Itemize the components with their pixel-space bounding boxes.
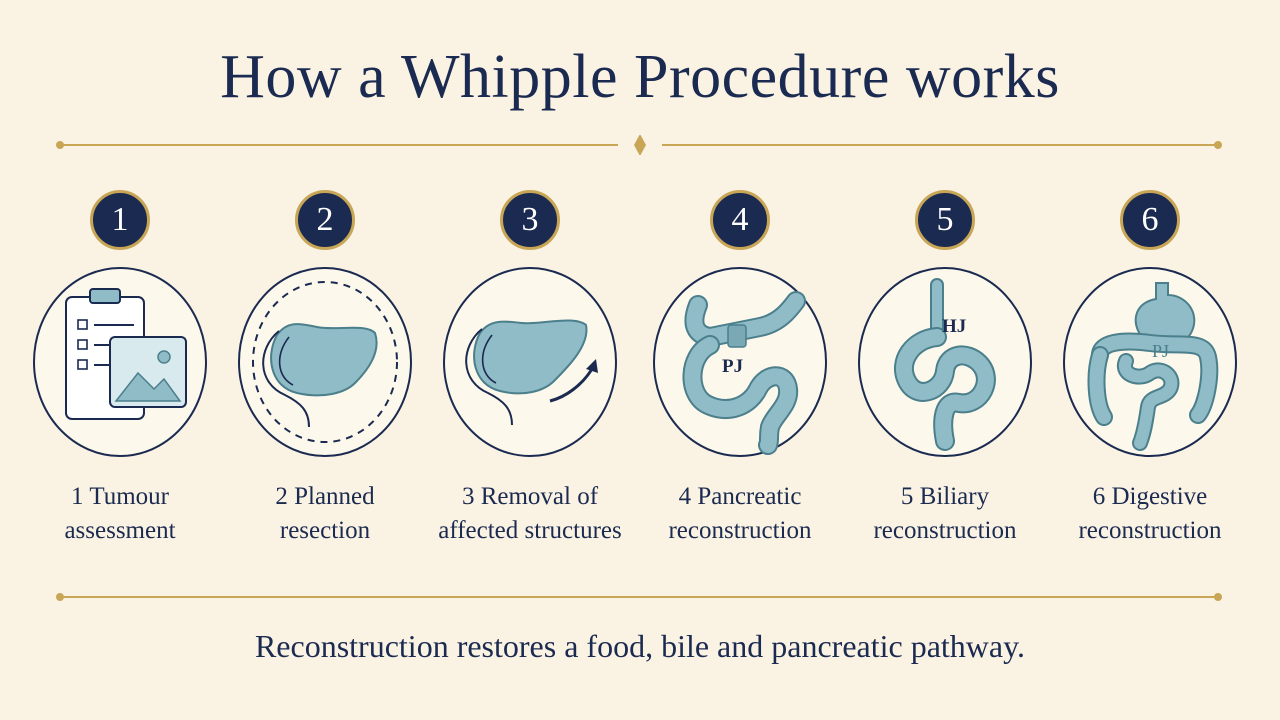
step-3: 3 3 Removal of affected structures [430, 0, 630, 720]
clipboard-image-icon [30, 265, 210, 460]
bile-duct-loop-icon [855, 265, 1035, 460]
top-divider [56, 135, 1222, 155]
step-label: 1 Tumour assessment [64, 483, 176, 544]
diamond-ornament-icon [634, 135, 646, 155]
step-label: 6 Digestive reconstruction [1078, 483, 1222, 544]
step-number-badge: 5 [915, 190, 975, 250]
step-label: 2 Planned resection [275, 483, 375, 544]
footer-caption: Reconstruction restores a food, bile and… [254, 628, 1026, 664]
pancreas-removal-arrow-icon [440, 265, 620, 460]
pancreas-dashed-outline-icon [235, 265, 415, 460]
step-number-badge: 1 [90, 190, 150, 250]
step-4: 4 4 Pancreatic reconstruction [640, 0, 840, 720]
pj-tag-step-6: PJ [1152, 341, 1170, 361]
step-2: 2 2 Planned resection [225, 0, 425, 720]
page-title: How a Whipple Procedure works [220, 43, 1060, 111]
step-1: 1 1 Tumour assessment [20, 0, 220, 720]
bottom-divider [56, 593, 1222, 601]
step-6: 6 6 Digestive reconstruction [1050, 0, 1250, 720]
step-number-badge: 3 [500, 190, 560, 250]
hj-tag-step-5: HJ [942, 316, 967, 337]
stomach-colon-icon [1060, 265, 1240, 460]
pj-tag-step-4: PJ [722, 356, 744, 377]
step-5: 5 5 Biliary reconstruction [845, 0, 1045, 720]
step-number-badge: 4 [710, 190, 770, 250]
step-label: 3 Removal of affected structures [438, 483, 622, 544]
step-number-badge: 6 [1120, 190, 1180, 250]
step-label: 4 Pancreatic reconstruction [668, 483, 812, 544]
step-label: 5 Biliary reconstruction [873, 483, 1017, 544]
step-number-badge: 2 [295, 190, 355, 250]
intestine-loop-icon [650, 265, 830, 460]
